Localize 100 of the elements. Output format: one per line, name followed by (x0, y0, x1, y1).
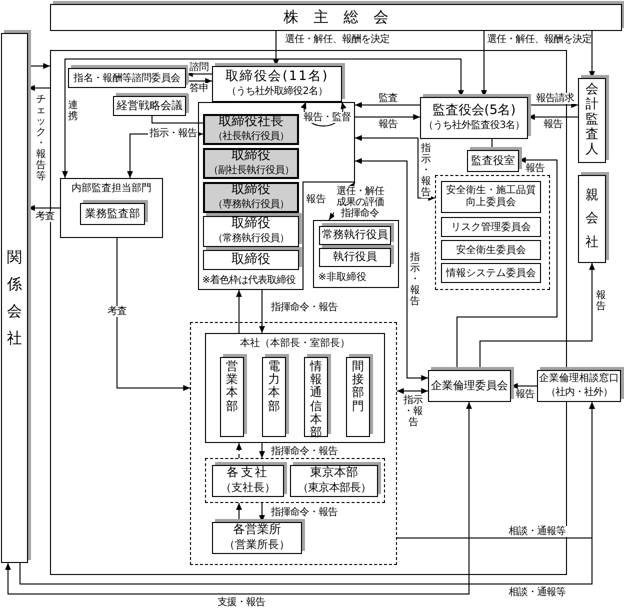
org-box (262, 357, 286, 437)
connector-arrow (62, 58, 464, 178)
node-label: ※非取締役 (318, 270, 366, 285)
org-box (319, 248, 391, 267)
node-label: 取締役会(11名) (225, 68, 329, 84)
connector-arrow (354, 102, 420, 108)
org-box (319, 226, 391, 245)
node-label: 関係会社 (7, 247, 22, 349)
node-label: 会計監査人 (586, 83, 598, 158)
org-box (1, 33, 28, 563)
org-box (441, 217, 541, 237)
node-label: 内部監査担当部門 (72, 182, 152, 196)
node-label: 情報システム委員会 (446, 266, 536, 280)
org-box (68, 68, 186, 88)
group-frame (60, 178, 163, 238)
org-box (50, 4, 622, 31)
edge-label: 報告 (524, 163, 546, 174)
org-box (578, 175, 606, 263)
connector-arrow (354, 135, 436, 201)
node-label: 株主総会 (282, 7, 404, 28)
node-label: 取締役 (232, 216, 270, 232)
node-label: 安全衛生委員会 (456, 244, 526, 258)
edge-label: 報告 (514, 389, 536, 400)
highlighted-box (203, 114, 299, 145)
org-box (441, 240, 541, 260)
node-label: 常務執行役員 (322, 227, 388, 244)
node-label: 間接部門 (352, 360, 364, 413)
org-box (537, 370, 621, 402)
edge-label: 指示・報告 (148, 128, 198, 139)
node-sublabel: （うち社外監査役3名） (424, 118, 524, 134)
edge-label: 選任・解任成果の評価指揮命令 (334, 186, 386, 219)
org-box (203, 250, 299, 270)
edge-label: 指示・報告 (410, 252, 420, 307)
node-label: 営業本部 (226, 360, 238, 413)
node-label: 取締役 (232, 252, 270, 268)
node-label: 本社（本部長・室部長） (240, 336, 350, 351)
node-label: 経営戦略会議 (116, 98, 182, 114)
edge-label: 報告 (596, 290, 606, 312)
node-label: 企業倫理相談窓口 (539, 372, 619, 384)
org-box (304, 357, 328, 437)
org-box (212, 465, 284, 497)
connector-arrow (259, 290, 265, 334)
node-label: ※着色枠は代表取締役 (202, 274, 296, 288)
highlighted-box (203, 182, 299, 213)
connector-arrow (5, 402, 472, 594)
node-sublabel: （支社長） (220, 480, 276, 496)
edge-label: 連携 (68, 100, 78, 122)
node-label: 東京本部 (310, 466, 358, 480)
connector-arrow (116, 238, 190, 391)
group-frame (205, 333, 385, 443)
node-sublabel: （専務執行役員） (213, 198, 289, 212)
edge-label: 答申 (188, 83, 210, 94)
org-box (212, 522, 302, 554)
edge-label: 報告・監督 (301, 112, 353, 123)
node-label: 各営業所 (233, 522, 281, 537)
org-box (80, 203, 145, 225)
node-label: 電力本部 (268, 360, 280, 413)
node-label: 企業倫理委員会 (431, 378, 508, 394)
connector-arrow (236, 442, 242, 458)
node-label: 監査役室 (471, 152, 515, 169)
edge-label: 報告 (376, 119, 400, 130)
node-sublabel: （社長執行役員） (213, 130, 289, 144)
node-sublabel: （副社長執行役員） (208, 164, 294, 178)
org-box (113, 96, 186, 116)
edge-label: 考査 (34, 211, 56, 222)
org-box (428, 370, 511, 402)
org-box (203, 216, 299, 247)
highlighted-box (203, 148, 299, 179)
dashed-group-frame (205, 458, 385, 503)
connector-arrow (354, 158, 428, 381)
org-box (441, 263, 541, 283)
annotation-label: 報告 (305, 194, 327, 205)
node-sublabel: （うち社外取締役2名） (226, 84, 328, 100)
node-sublabel: （営業所長） (224, 536, 290, 553)
node-label: 指名・報酬等諮問委員会 (74, 72, 180, 86)
edge-label: 支援・報告 (215, 597, 267, 608)
edge-label: 報告 (542, 119, 564, 130)
org-box (290, 465, 378, 497)
edge-label: チェック・報告等 (36, 94, 46, 182)
node-label: 親会社 (586, 186, 598, 252)
org-box (212, 66, 342, 102)
node-label: 業務監査部 (85, 206, 140, 222)
org-box (220, 357, 244, 437)
dashed-group-frame (190, 322, 397, 565)
node-label: 監査役会(5名) (432, 102, 516, 118)
edge-label: 報告請求 (534, 93, 576, 104)
group-frame (313, 220, 399, 288)
edge-label: 諮問 (188, 62, 210, 73)
node-sublabel: （東京本部長） (297, 480, 371, 496)
dashed-group-frame (435, 175, 550, 290)
node-label: 執行役員 (333, 249, 377, 266)
connector-arrow (259, 442, 265, 458)
org-box (578, 78, 606, 163)
edge-label: 監査 (376, 93, 400, 104)
node-label: 各支社 (226, 466, 270, 480)
org-box (420, 97, 528, 139)
connector-arrow (354, 114, 420, 120)
edge-label: 指示・報告 (421, 143, 431, 198)
org-box (346, 357, 370, 437)
edge-label: 選任・解任、報酬を決定 (487, 34, 591, 45)
